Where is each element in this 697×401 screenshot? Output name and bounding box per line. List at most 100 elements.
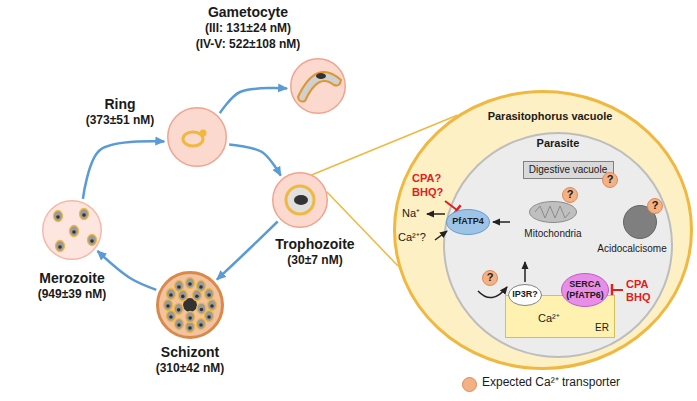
nucleus bbox=[200, 308, 204, 312]
arrow-line bbox=[427, 213, 445, 215]
merozoite-icon bbox=[205, 289, 214, 300]
nucleus bbox=[207, 315, 211, 319]
node-label: (PfATP6) bbox=[566, 290, 603, 300]
merozoite-icon bbox=[56, 241, 65, 252]
outline bbox=[291, 59, 346, 114]
nucleus bbox=[90, 239, 94, 243]
node-label: (949±39 nM) bbox=[38, 288, 107, 302]
merozoite-stage: Merozoite(949±39 nM) bbox=[42, 200, 102, 260]
annotation-label: Ca²⁺? bbox=[398, 231, 426, 244]
node-outline bbox=[156, 271, 224, 339]
outline bbox=[648, 199, 663, 214]
digestive-vacuole: Digestive vacuole? bbox=[523, 161, 614, 179]
cycle-arrow bbox=[229, 144, 281, 175]
node-outline bbox=[272, 172, 328, 228]
acidocalcisome: Acidocalcisome? bbox=[623, 205, 657, 239]
vacuole-region: Parasitophorus vacuoleParasitePfATP4?Dig… bbox=[393, 90, 693, 370]
legend-swatch bbox=[462, 377, 477, 392]
nucleus bbox=[56, 215, 60, 219]
legend-text: Expected Ca²⁺ transporter bbox=[482, 376, 620, 390]
node-label: Merozoite bbox=[39, 270, 104, 286]
outline bbox=[562, 274, 609, 307]
arrow-line bbox=[493, 221, 510, 223]
node-label: Digestive vacuole bbox=[529, 164, 607, 176]
transporter-circle: ? bbox=[602, 172, 618, 188]
annotation-label: Ca²⁺ bbox=[538, 312, 560, 325]
cycle-arrow bbox=[220, 88, 287, 113]
nucleus bbox=[210, 304, 214, 308]
node-label: PfATP4 bbox=[452, 216, 483, 226]
parasite-icon bbox=[286, 186, 314, 214]
cycle-arrow bbox=[478, 287, 507, 298]
annotation-label: Na⁺ bbox=[402, 207, 420, 220]
trophozoite-stage: Trophozoite(30±7 nM) bbox=[272, 172, 328, 228]
outline bbox=[447, 210, 490, 235]
node-label: ? bbox=[567, 188, 574, 201]
merozoite-icon bbox=[166, 289, 175, 300]
outline bbox=[168, 108, 227, 167]
outline bbox=[530, 202, 577, 223]
node-label: IP3R? bbox=[512, 289, 538, 299]
nucleus bbox=[169, 315, 173, 319]
node-label: (30±7 nM) bbox=[287, 254, 342, 268]
node-label: (III: 131±24 nM) bbox=[205, 22, 291, 36]
node-label: Parasitophorus vacuole bbox=[488, 110, 613, 123]
pigment bbox=[316, 73, 326, 79]
merozoite-icon bbox=[186, 322, 195, 333]
node-label: ? bbox=[607, 173, 614, 186]
merozoite-icon bbox=[54, 211, 63, 222]
nucleus bbox=[58, 245, 62, 249]
node-label: (310±42 nM) bbox=[156, 362, 225, 376]
node-label: ER bbox=[595, 322, 609, 334]
merozoite-icon bbox=[175, 319, 184, 330]
schizont-stage: Schizont(310±42 nM) bbox=[156, 271, 224, 339]
outline bbox=[43, 201, 102, 260]
arrow-line bbox=[445, 201, 457, 210]
node-outline bbox=[42, 200, 102, 260]
mitochondrion: Mitochondria? bbox=[529, 201, 577, 223]
outline bbox=[509, 285, 542, 306]
annotation-label: CPA? bbox=[412, 172, 441, 185]
merozoite-icon bbox=[192, 290, 201, 301]
node-label: ? bbox=[487, 271, 494, 284]
annotation-label: BHQ bbox=[626, 291, 650, 304]
transporter-circle: ? bbox=[482, 270, 498, 286]
outline bbox=[603, 173, 618, 188]
node-outline bbox=[529, 201, 577, 223]
parasite-cell: ParasitePfATP4?Digestive vacuole?Mitocho… bbox=[443, 132, 673, 358]
transporter-circle: ? bbox=[647, 198, 663, 214]
node-label: Acidocalcisome bbox=[597, 243, 666, 255]
outline bbox=[444, 133, 672, 357]
arrow-line bbox=[612, 289, 623, 291]
outline bbox=[483, 271, 498, 286]
gametocyte-icon bbox=[298, 72, 341, 101]
nucleus bbox=[199, 323, 203, 327]
node-label: SERCA bbox=[569, 279, 601, 289]
arrow-line bbox=[435, 231, 447, 240]
nucleus bbox=[207, 293, 211, 297]
pfatp4-pump: PfATP4 bbox=[446, 209, 490, 235]
nucleus bbox=[199, 285, 203, 289]
annotation-label: CPA bbox=[626, 278, 648, 291]
ring-stage: Ring(373±51 nM) bbox=[167, 107, 227, 167]
cycle-arrow bbox=[83, 141, 164, 199]
nucleus bbox=[177, 308, 181, 312]
node-label: Mitochondria bbox=[524, 228, 581, 240]
node-outline bbox=[290, 58, 346, 114]
arrow-line bbox=[611, 284, 614, 296]
nucleus bbox=[188, 282, 192, 286]
merozoite-icon bbox=[166, 311, 175, 322]
nucleus bbox=[195, 294, 199, 298]
merozoite-icon bbox=[186, 278, 195, 289]
outline bbox=[158, 273, 223, 338]
transporter-circle: ? bbox=[562, 187, 578, 203]
nucleus bbox=[166, 304, 170, 308]
cycle-arrow bbox=[97, 251, 156, 290]
merozoite-icon bbox=[164, 300, 173, 311]
nucleus bbox=[188, 326, 192, 330]
node-label: ? bbox=[652, 199, 659, 212]
merozoite-icon bbox=[70, 226, 79, 237]
annotation-label: BHQ? bbox=[412, 186, 443, 199]
nucleus bbox=[72, 230, 76, 234]
merozoite-icon bbox=[178, 290, 187, 301]
